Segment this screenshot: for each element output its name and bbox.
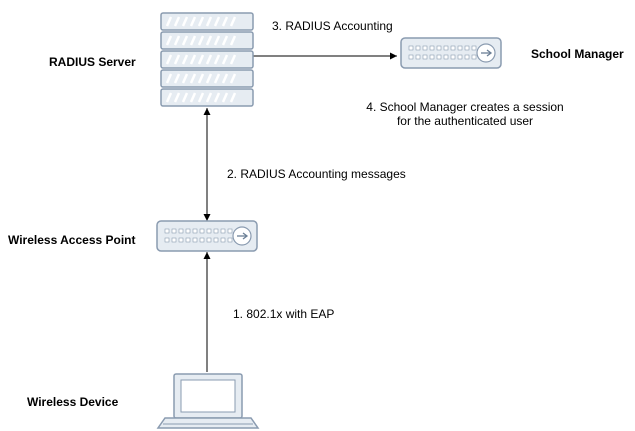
session-annotation-line1: 4. School Manager creates a session <box>366 100 564 114</box>
radius-server-label: RADIUS Server <box>49 55 136 69</box>
edge-label-radius-accounting: 3. RADIUS Accounting <box>272 19 393 33</box>
network-switch-icon <box>156 220 258 252</box>
session-annotation: 4. School Manager creates a session for … <box>355 100 575 128</box>
school-manager-label: School Manager <box>531 47 624 61</box>
edge-label-accounting-messages: 2. RADIUS Accounting messages <box>227 167 406 181</box>
session-annotation-line2: for the authenticated user <box>396 114 534 128</box>
network-switch-icon <box>400 37 502 69</box>
access-point-label: Wireless Access Point <box>8 233 136 247</box>
server-rack-icon <box>160 12 254 107</box>
wireless-device-label: Wireless Device <box>27 395 119 409</box>
edge-label-802-1x: 1. 802.1x with EAP <box>233 307 335 321</box>
laptop-icon <box>156 373 260 429</box>
